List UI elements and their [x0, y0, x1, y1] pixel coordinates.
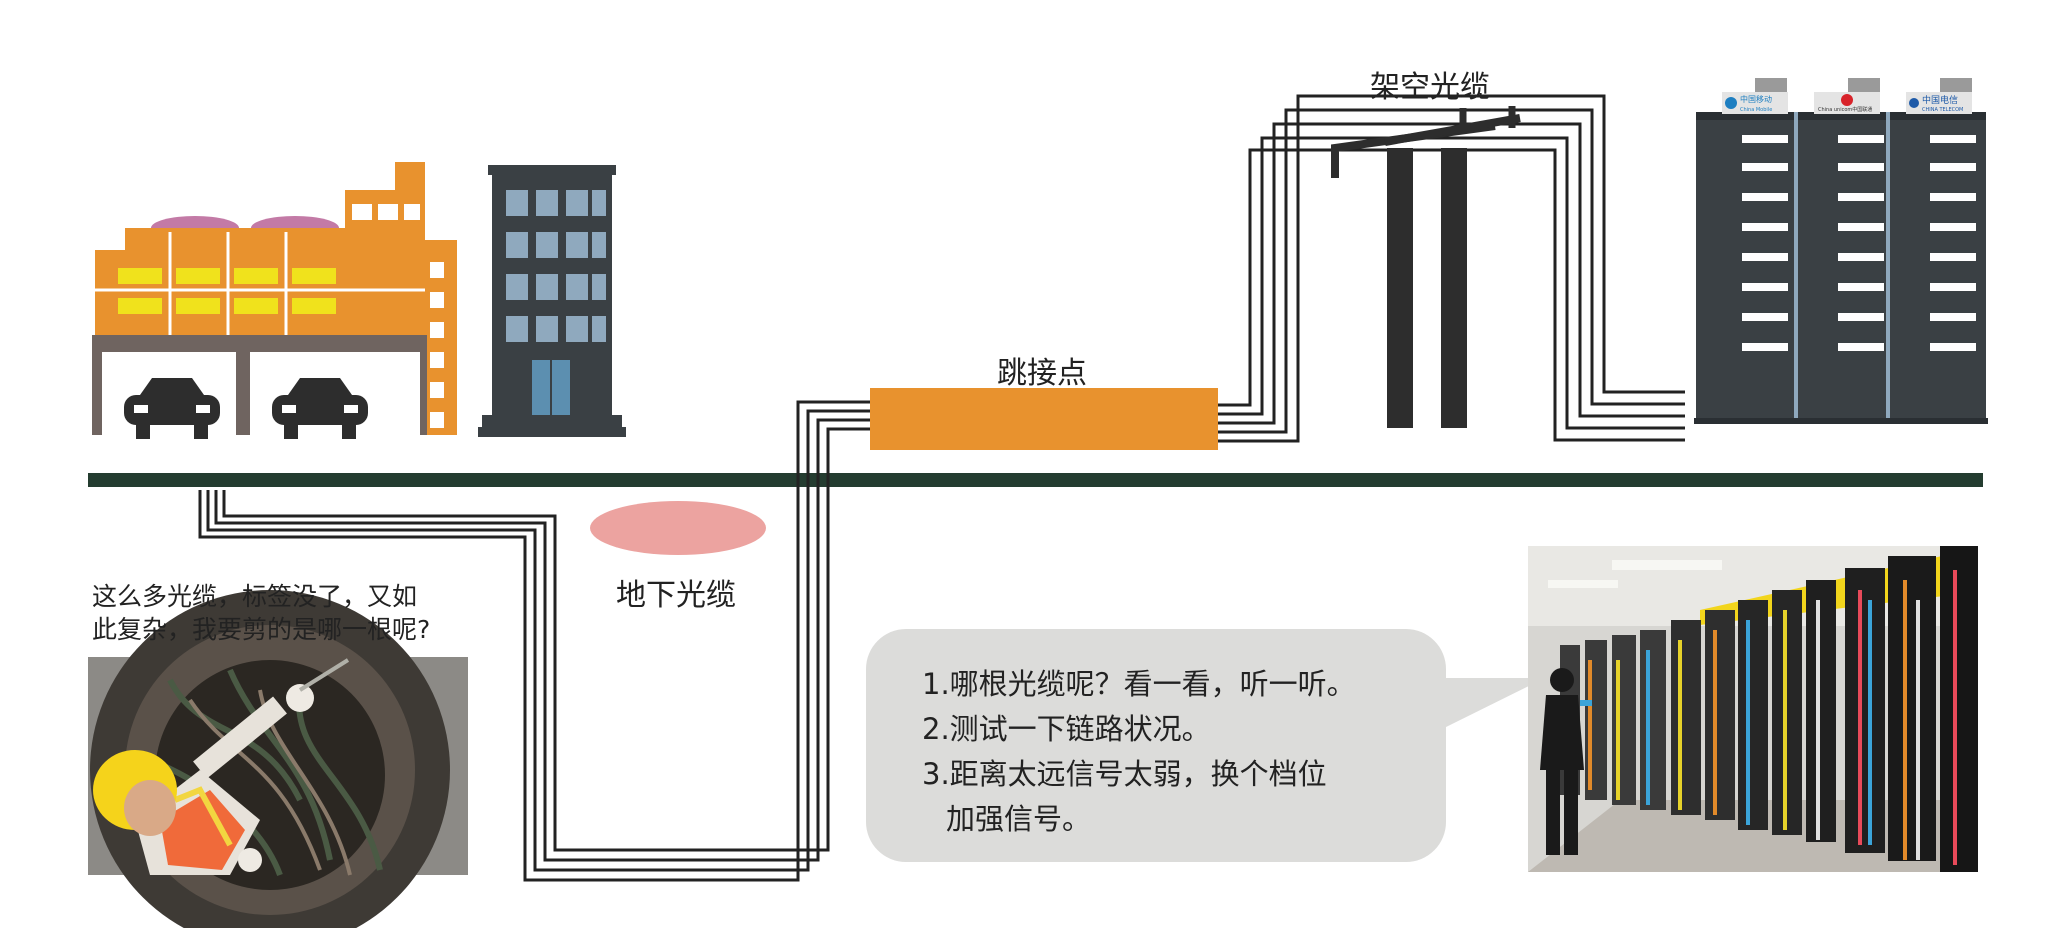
jump-point-box — [870, 388, 1218, 450]
bubble-line-3: 3.距离太远信号太弱，换个档位 — [922, 757, 1327, 791]
car-icon — [272, 378, 368, 439]
manhole-icon — [590, 501, 766, 555]
china-telecom-logo: 中国电信 CHINA TELECOM — [1909, 94, 1963, 113]
bubble-line-1: 1.哪根光缆呢？看一看，听一听。 — [922, 667, 1356, 701]
utility-pole-icon — [1331, 106, 1521, 428]
server-room-photo — [1528, 546, 1978, 872]
manhole-worker-photo — [88, 590, 468, 928]
worker-note: 这么多光缆，标签没了，又如 此复杂，我要剪的是哪一根呢? — [92, 580, 430, 646]
bubble-line-4: 加强信号。 — [946, 802, 1092, 836]
china-telecom-sign: 中国电信 — [1922, 94, 1958, 106]
worker-note-line: 此复杂，我要剪的是哪一根呢? — [92, 615, 431, 644]
bubble-line-2: 2.测试一下链路状况。 — [922, 712, 1211, 746]
ground-line — [88, 473, 1983, 487]
china-mobile-logo: 中国移动 China Mobile — [1725, 94, 1772, 113]
speech-bubble-text: 1.哪根光缆呢？看一看，听一听。 2.测试一下链路状况。 3.距离太远信号太弱，… — [922, 662, 1356, 842]
china-telecom-sign-en: CHINA TELECOM — [1922, 107, 1963, 113]
aerial-cable-label: 架空光缆 — [1370, 70, 1490, 105]
car-icon — [124, 378, 220, 439]
aerial-cable-bundle — [1218, 94, 1685, 443]
china-unicom-logo: China unicom中国联通 — [1818, 94, 1872, 113]
china-unicom-sign: China unicom中国联通 — [1818, 106, 1872, 113]
parking-building-icon — [92, 162, 457, 439]
china-mobile-sign-en: China Mobile — [1740, 107, 1772, 113]
technician-icon — [1540, 668, 1592, 855]
worker-note-line: 这么多光缆，标签没了，又如 — [92, 582, 418, 611]
underground-cable-bundle — [198, 400, 870, 882]
china-mobile-sign: 中国移动 — [1740, 94, 1772, 104]
speech-bubble — [866, 629, 1545, 862]
jump-point-label: 跳接点 — [997, 356, 1087, 391]
underground-cable-label: 地下光缆 — [616, 578, 736, 613]
datacenter-building-icon: 中国移动 China Mobile China unicom中国联通 中国电信 … — [1694, 78, 1988, 424]
office-building-icon — [478, 165, 626, 437]
